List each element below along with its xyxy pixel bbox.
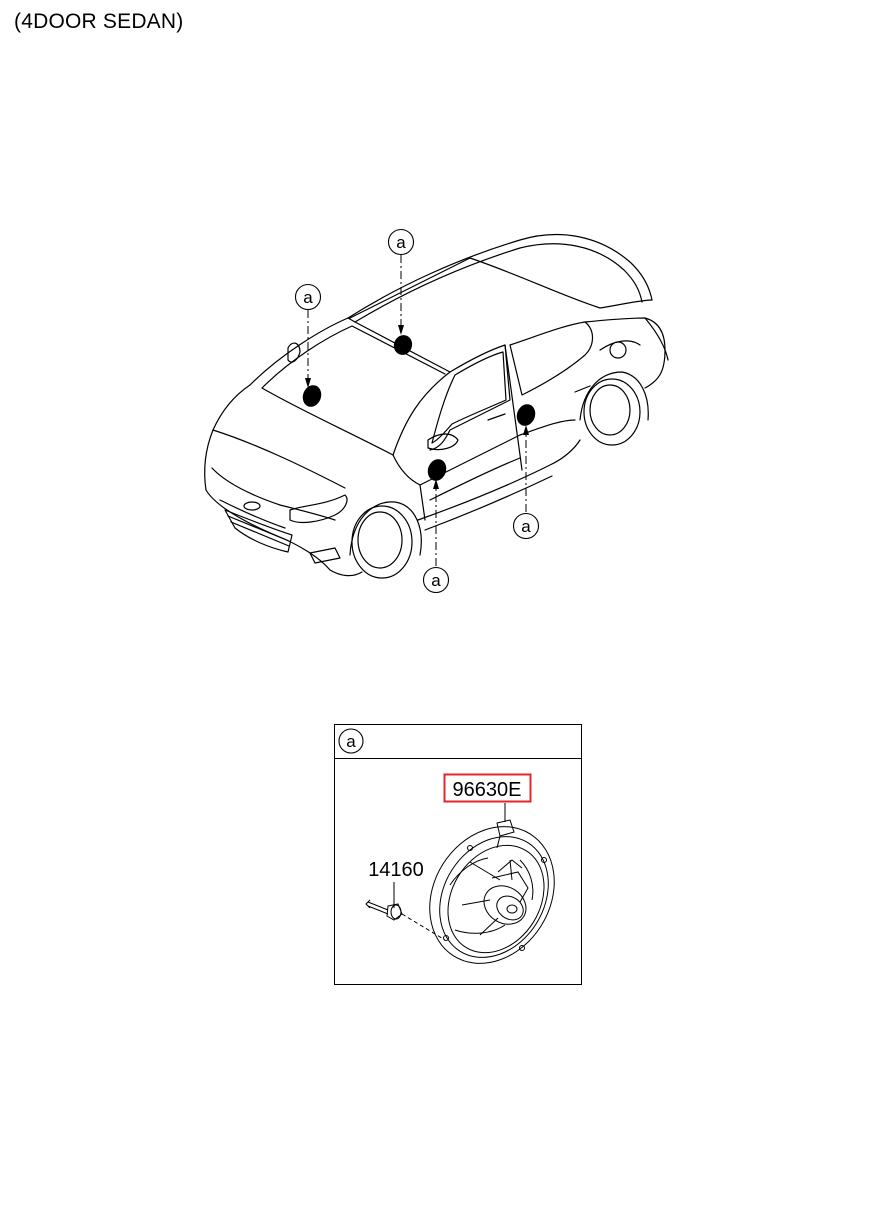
svg-text:14160: 14160 — [368, 859, 424, 881]
svg-text:a: a — [396, 233, 406, 252]
part-label-14160[interactable]: 14160 — [368, 859, 424, 881]
car-illustration — [204, 233, 669, 579]
detail-header-callout: a — [338, 728, 364, 754]
callout-a-2: a — [387, 228, 415, 256]
callout-arrowheads — [305, 325, 529, 489]
svg-text:a: a — [346, 732, 356, 751]
callout-a-3: a — [512, 512, 540, 540]
detail-box: a 96630E 14160 — [334, 724, 582, 985]
part-label-96630e[interactable]: 96630E — [443, 773, 532, 803]
callout-leaders — [307, 255, 527, 566]
callout-a-4: a — [422, 566, 450, 594]
speaker-part — [429, 819, 555, 964]
speaker-location-rear-center — [393, 335, 413, 355]
speaker-locations — [302, 335, 536, 481]
svg-text:96630E: 96630E — [453, 779, 522, 801]
part-highlight-box — [443, 773, 532, 803]
diagram-title: (4DOOR SEDAN) — [14, 10, 184, 33]
callout-a-1: a — [294, 283, 322, 311]
svg-text:a: a — [431, 571, 441, 590]
svg-text:a: a — [303, 288, 313, 307]
speaker-location-front-door — [427, 459, 447, 481]
svg-text:a: a — [521, 517, 531, 536]
screw-part — [365, 899, 446, 941]
speaker-location-rear-door — [516, 404, 536, 426]
speaker-location-front-left — [302, 385, 322, 407]
